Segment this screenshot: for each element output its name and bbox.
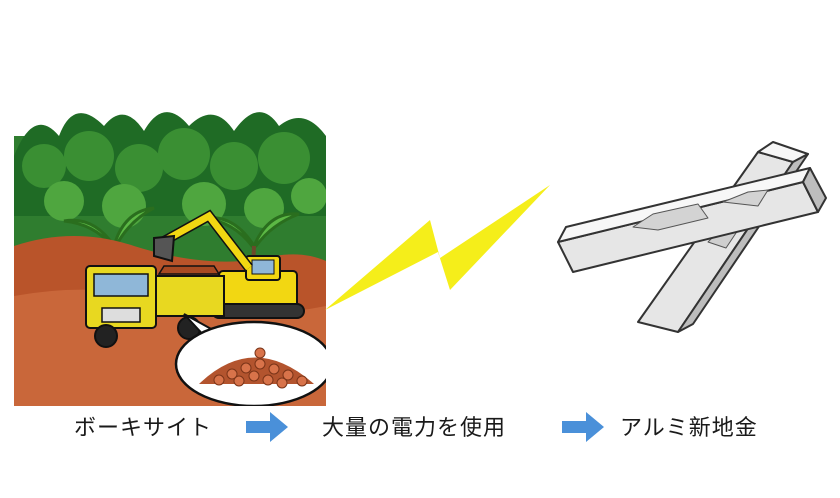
aluminum-ingots-illustration: [557, 141, 827, 333]
right-arrow-icon: [562, 412, 604, 442]
step-label-electricity: 大量の電力を使用: [322, 416, 507, 441]
step-label-bauxite: ボーキサイト: [74, 416, 213, 441]
bauxite-mine-illustration: [14, 112, 326, 406]
lightning-bolt-illustration: [325, 185, 550, 310]
step-label-aluminum-ingot: アルミ新地金: [620, 416, 758, 441]
right-arrow-icon: [246, 412, 288, 442]
